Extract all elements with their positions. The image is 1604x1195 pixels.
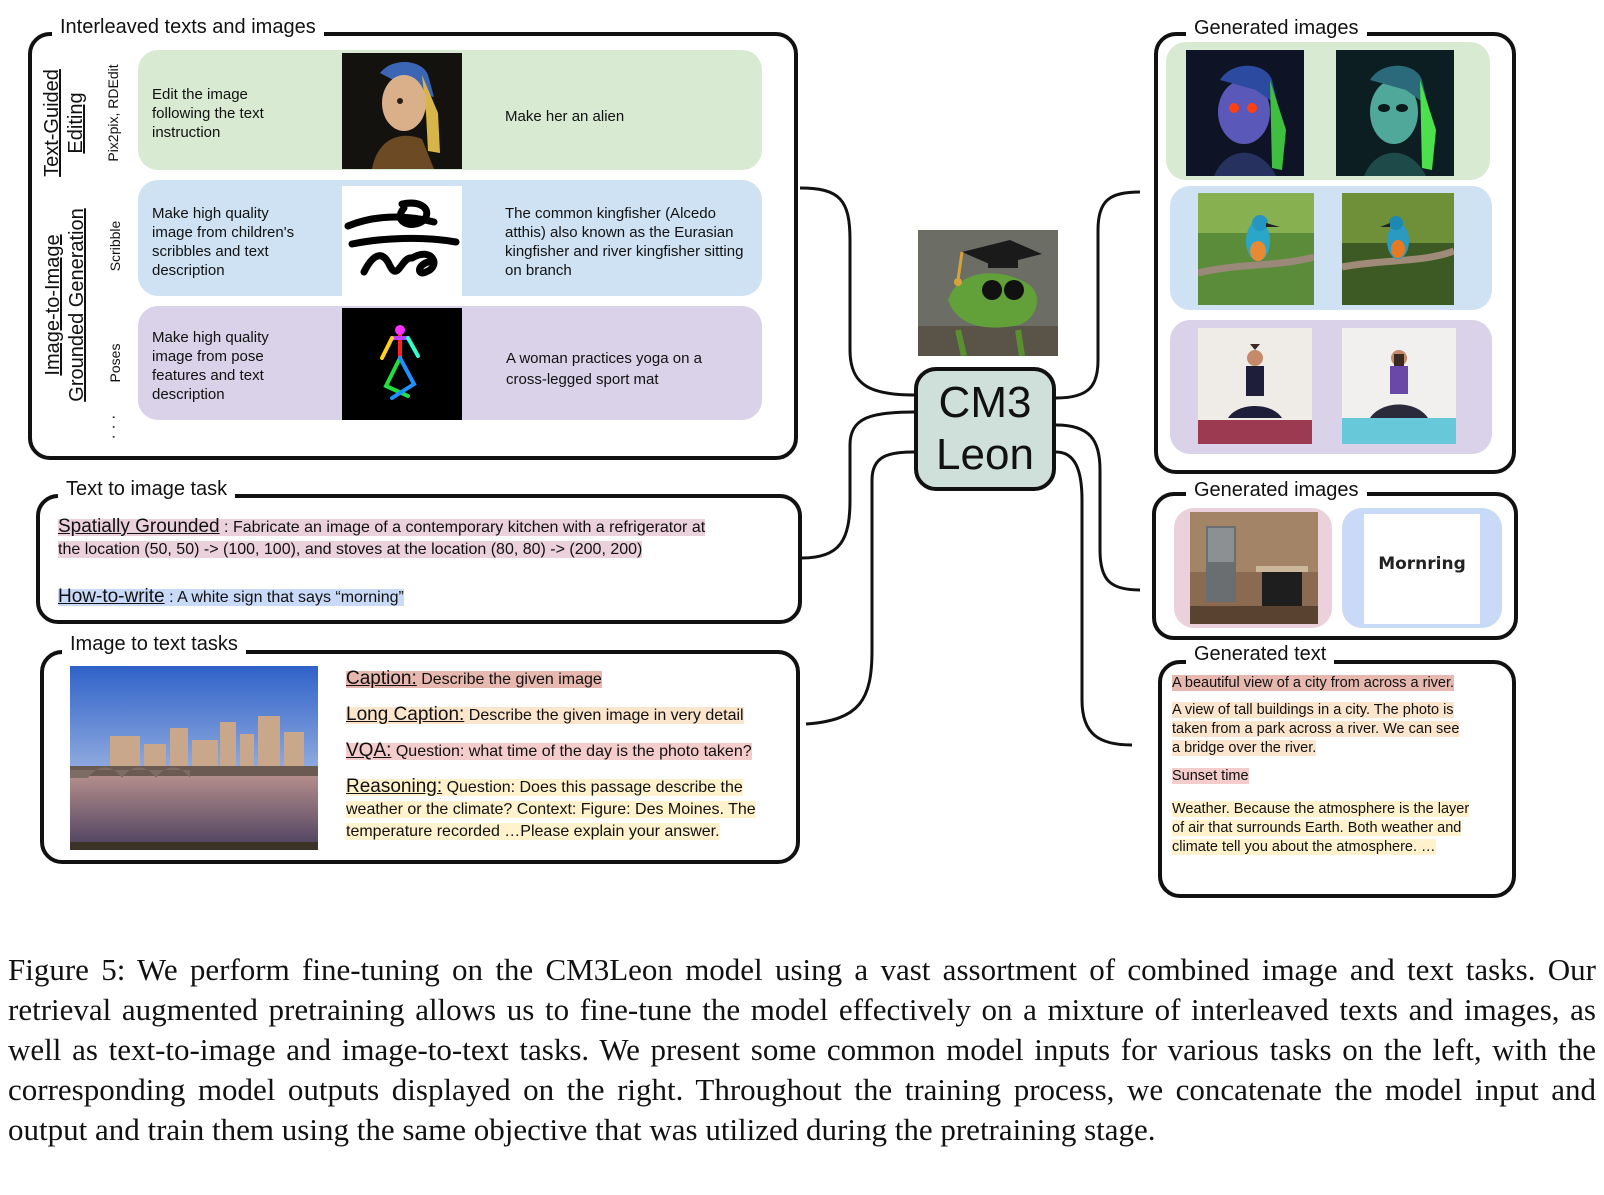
generated-text-title: Generated text	[1186, 643, 1335, 665]
grounded-generation-label: Image-to-Image Grounded Generation	[41, 205, 89, 405]
gen-vqa-answer: Sunset time	[1172, 768, 1249, 784]
interleaved-title: Interleaved texts and images	[52, 16, 324, 38]
scribble-image	[342, 186, 462, 296]
row2-instr-l4: description	[152, 262, 225, 279]
row3-instr-l4: description	[152, 386, 225, 403]
long-caption-label: Long Caption:	[346, 704, 465, 725]
text-to-image-title: Text to image task	[58, 478, 236, 500]
row2-prompt-l2: atthis) also known as the Eurasian	[505, 224, 734, 241]
row3-instr-l1: Make high quality	[152, 329, 269, 346]
row2-instr-l3: scribbles and text	[152, 243, 269, 260]
row2-prompt-l4: on branch	[505, 262, 572, 279]
text-guided-editing-label: Text-Guided Editing	[40, 53, 88, 193]
spatial-text-2: the location (50, 50) -> (100, 100), and…	[58, 541, 643, 558]
gen-caption: A beautiful view of a city from across a…	[1172, 675, 1455, 691]
row2-instruction: Make high quality image from children's …	[152, 204, 294, 280]
image-to-text-title: Image to text tasks	[62, 633, 246, 655]
reasoning-label: Reasoning:	[346, 776, 443, 797]
gen-long-caption-l3: a bridge over the river.	[1172, 740, 1317, 756]
kingfisher-image-2	[1342, 193, 1454, 305]
ellipsis: · · ·	[105, 414, 122, 440]
vqa-text: Question: what time of the day is the ph…	[391, 743, 752, 760]
generated-images-title: Generated images	[1186, 17, 1367, 39]
figure-caption: Figure 5: We perform fine-tuning on the …	[8, 952, 1596, 1147]
row2-instr-l1: Make high quality	[152, 205, 269, 222]
row2-prompt-l1: The common kingfisher (Alcedo	[505, 205, 716, 222]
yoga-woman-image-2	[1342, 328, 1456, 444]
cm3-line1: CM3	[938, 378, 1032, 427]
row3-prompt: A woman practices yoga on a cross-legged…	[506, 348, 702, 390]
row2-instr-l2: image from children's	[152, 224, 295, 241]
row2-prompt-l3: kingfisher and river kingfisher sitting	[505, 243, 744, 260]
scribble-label: Scribble	[107, 220, 123, 272]
howto-text: : A white sign that says “morning”	[164, 589, 404, 606]
row3-prompt-l2: cross-legged sport mat	[506, 371, 659, 388]
kingfisher-image-1	[1198, 193, 1314, 305]
cm3leon-node: CM3 Leon	[914, 367, 1056, 491]
row1-instruction: Edit the image following the text instru…	[152, 85, 264, 142]
image-to-text-prompts: Caption: Describe the given image Long C…	[346, 668, 796, 843]
row3-instr-l3: features and text	[152, 367, 264, 384]
vqa-label: VQA:	[346, 740, 392, 761]
group2-line1: Image-to-Image	[42, 234, 64, 376]
cm3-line2: Leon	[936, 430, 1034, 479]
chameleon-image	[918, 230, 1058, 356]
girl-pearl-earring-image	[342, 53, 462, 169]
spatially-grounded-text: Spatially Grounded : Fabricate an image …	[58, 516, 788, 561]
gen-long-caption-l2: taken from a park across a river. We can…	[1172, 721, 1460, 737]
pix2pix-label: Pix2pix, RDEdit	[105, 64, 121, 162]
gen-reasoning-l2: of air that surrounds Earth. Both weathe…	[1172, 820, 1462, 836]
generated-text-body: A beautiful view of a city from across a…	[1172, 674, 1512, 857]
spatial-text-1: : Fabricate an image of a contemporary k…	[219, 519, 706, 536]
row1-prompt-l1: Make her an alien	[505, 108, 625, 125]
gen-reasoning-l3: climate tell you about the atmosphere. …	[1172, 839, 1436, 855]
poses-label: Poses	[107, 343, 123, 383]
alien-girl-image-1	[1186, 50, 1304, 176]
morning-sign-image: Mornring	[1364, 514, 1480, 624]
group1-line1: Text-Guided	[41, 69, 63, 177]
row3-prompt-l1: A woman practices yoga on a	[506, 350, 702, 367]
row1-instr-l2: following the text	[152, 105, 264, 122]
row1-prompt: Make her an alien	[505, 107, 624, 126]
row1-instr-l3: instruction	[152, 124, 221, 141]
city-river-image	[70, 666, 318, 850]
pose-skeleton-image	[342, 308, 462, 420]
reasoning-text-2: weather or the climate? Context: Figure:…	[346, 801, 756, 818]
group2-line2: Grounded Generation	[66, 208, 88, 402]
generated-images-title-2: Generated images	[1186, 479, 1367, 501]
row3-instr-l2: image from pose	[152, 348, 264, 365]
group1-line2: Editing	[65, 92, 87, 154]
yoga-woman-image-1	[1198, 328, 1312, 444]
long-caption-text: Describe the given image in very detail	[464, 707, 744, 724]
reasoning-text-1: Question: Does this passage describe the	[442, 779, 743, 796]
how-to-write-text: How-to-write : A white sign that says “m…	[58, 586, 404, 609]
gen-long-caption-l1: A view of tall buildings in a city. The …	[1172, 702, 1454, 718]
spatially-grounded-label: Spatially Grounded	[58, 516, 220, 537]
caption-label: Caption:	[346, 668, 417, 689]
row2-prompt: The common kingfisher (Alcedo atthis) al…	[505, 204, 743, 280]
sign-text: Mornring	[1378, 554, 1466, 574]
row1-instr-l1: Edit the image	[152, 86, 248, 103]
kitchen-image	[1190, 512, 1318, 624]
caption-text: Describe the given image	[416, 671, 602, 688]
reasoning-text-3: temperature recorded …Please explain you…	[346, 823, 720, 840]
alien-girl-image-2	[1336, 50, 1454, 176]
row3-instruction: Make high quality image from pose featur…	[152, 328, 269, 404]
how-to-write-label: How-to-write	[58, 586, 165, 607]
gen-reasoning-l1: Weather. Because the atmosphere is the l…	[1172, 801, 1470, 817]
